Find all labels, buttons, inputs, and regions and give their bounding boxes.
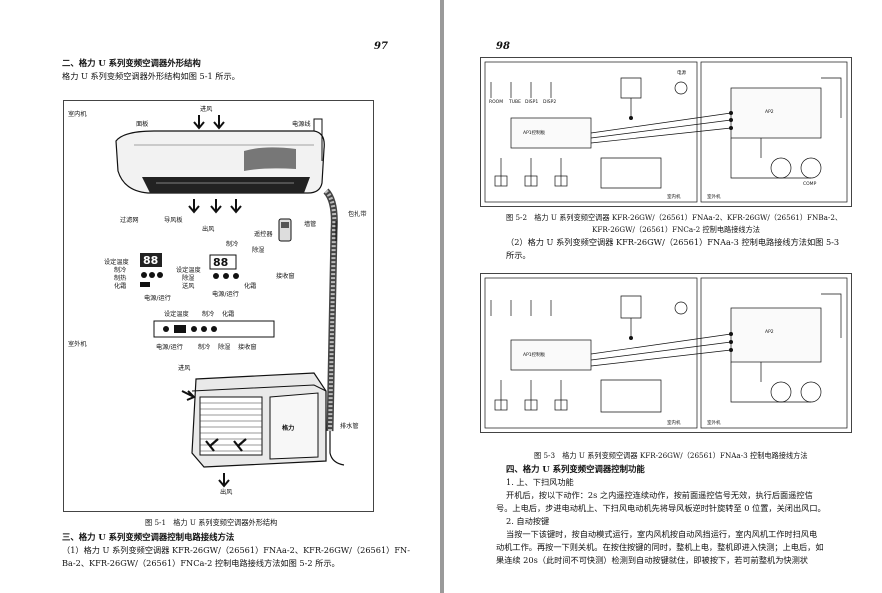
label-indoor-2: 室内机 [667,421,681,426]
label-disp2: DISP2 [543,100,557,105]
paragraph-2-line-2: 所示。 [506,250,531,260]
label-inlet: 进风 [200,106,213,113]
label-filter: 过滤网 [120,217,139,224]
item-1-line-1: 开机后，按以下动作：2s 之内遥控连续动作，按前面遥控信号无效，执行后面遥控信 [506,490,813,500]
section-heading-3: 三、格力 U 系列变频空调器控制电路接线方法 [62,532,235,542]
figure-5-2-caption-2: KFR-26GW/（26561）FNCa-2 控制电路接线方法 [592,225,760,234]
label-outlet-2: 出风 [220,489,233,496]
display-digits [140,253,162,267]
item-2-line-2: 动机工作。再按一下则关机。在按住按键的同时，整机上电，整机即进入快测；上电后，如 [496,542,824,552]
label-ap2-2: AP2 [765,330,774,335]
label-ap1: AP1控制板 [523,131,546,136]
svg-text:88: 88 [213,256,228,269]
figure-5-1-caption: 图 5-1 格力 U 系列变频空调器外形结构 [145,518,278,527]
label-wall-pipe: 墙管 [304,221,317,228]
label-dehum-3: 除湿 [218,344,231,351]
left-page: 97 二、格力 U 系列变频空调器外形结构 格力 U 系列变频空调器外形结构如图… [0,0,440,593]
label-remote: 遥控器 [254,231,273,238]
book-spine [440,0,444,593]
label-set-temp-2: 设定温度 [176,267,201,274]
label-brand: 格力 [282,425,295,432]
label-indoor: 室内机 [667,195,681,200]
label-inlet-2: 进风 [178,365,191,372]
indoor-label: 室内机 [68,111,87,118]
item-2-line-1: 当按一下该键时，按自动模式运行，室内风机按自动风挡运行，室内风机工作时扫风电 [506,529,818,539]
right-page: 98 ROOM TUBE [444,0,882,593]
label-defrost-2: 化霜 [244,283,257,290]
page-number: 98 [496,41,510,52]
label-tube: TUBE [509,100,521,105]
item-2-line-3: 果连续 20s（此时间不可快测）检测到自动按键就住，即被按下，若可前整机为快测状 [496,555,808,565]
display-panel [244,147,296,171]
label-mesh: 面板 [136,121,149,128]
label-dehum-1: 除湿 [182,275,195,282]
paragraph-line-2: Ba-2、KFR-26GW/（26561）FNCa-2 控制电路接线方法如图 5… [62,558,340,568]
label-room: ROOM [489,100,504,105]
figure-5-2: ROOM TUBE DISP1 DISP2 AP1控制板 AP2 COMP 室内… [480,57,852,207]
figure-5-2-caption-1: 图 5-2 格力 U 系列变频空调器 KFR-26GW/（26561）FNAa-… [506,213,843,222]
label-heat-1: 制热 [114,275,127,282]
label-power-run-3: 电源/运行 [156,344,183,351]
label-defrost-3: 化霜 [222,311,235,318]
label-cool-1: 制冷 [114,267,127,274]
label-wrap-tape: 包扎带 [348,211,367,218]
paragraph-2-line-1: （2）格力 U 系列变频空调器 KFR-26GW/（26561）FNAa-3 控… [506,237,840,247]
label-receiver-3: 接收窗 [238,344,257,351]
item-2-title: 2. 自动按键 [506,516,550,526]
air-outlet [142,177,310,193]
label-disp1: DISP1 [525,100,539,105]
section-heading-4: 四、格力 U 系列变频空调器控制功能 [506,464,645,474]
wiring-schematic-1 [484,61,848,203]
figure-5-1: 88 88 室 [63,100,374,512]
label-drain: 排水管 [340,423,359,430]
label-outdoor: 室外机 [707,195,721,200]
label-ap1-2: AP1控制板 [523,353,546,358]
label-ap2: AP2 [765,110,774,115]
outdoor-label: 室外机 [68,341,87,348]
label-outlet: 出风 [202,226,215,233]
label-defrost-1: 化霜 [114,283,127,290]
label-fan-1: 送风 [182,283,195,290]
ac-diagram: 88 88 [115,115,345,488]
label-louver: 导风板 [164,217,183,224]
label-cool-4: 制冷 [202,311,215,318]
label-cool-2: 制冷 [226,241,239,248]
label-set-temp-1: 设定温度 [104,259,129,266]
intro-text: 格力 U 系列变频空调器外形结构如图 5-1 所示。 [62,71,240,81]
label-power-run-1: 电源/运行 [144,295,171,302]
page-number: 97 [374,41,388,52]
wiring-schematic-2 [484,277,848,429]
label-comp: COMP [803,182,817,187]
figure-5-3-caption: 图 5-3 格力 U 系列变频空调器 KFR-26GW/（26561）FNAa-… [534,451,808,460]
label-dehum-2: 除湿 [252,247,265,254]
label-power-run-2: 电源/运行 [212,291,239,298]
label-outdoor-2: 室外机 [707,421,721,426]
item-1-title: 1. 上、下扫风功能 [506,477,574,487]
label-power-cord: 电源线 [292,121,311,128]
svg-text:88: 88 [143,254,158,267]
label-power: 电源 [677,71,686,76]
label-set-temp-4: 设定温度 [164,311,189,318]
section-heading: 二、格力 U 系列变频空调器外形结构 [62,58,201,68]
label-receiver-1: 接收窗 [276,273,295,280]
item-1-line-2: 号。上电后，步进电动机上、下扫风电动机先将导风板逆时针旋转至 0 位置，关闭出风… [496,503,826,513]
paragraph-line-1: （1）格力 U 系列变频空调器 KFR-26GW/（26561）FNAa-2、K… [62,545,410,555]
label-cool-5: 制冷 [198,344,211,351]
figure-5-3: AP1控制板 AP2 室内机 室外机 [480,273,852,433]
